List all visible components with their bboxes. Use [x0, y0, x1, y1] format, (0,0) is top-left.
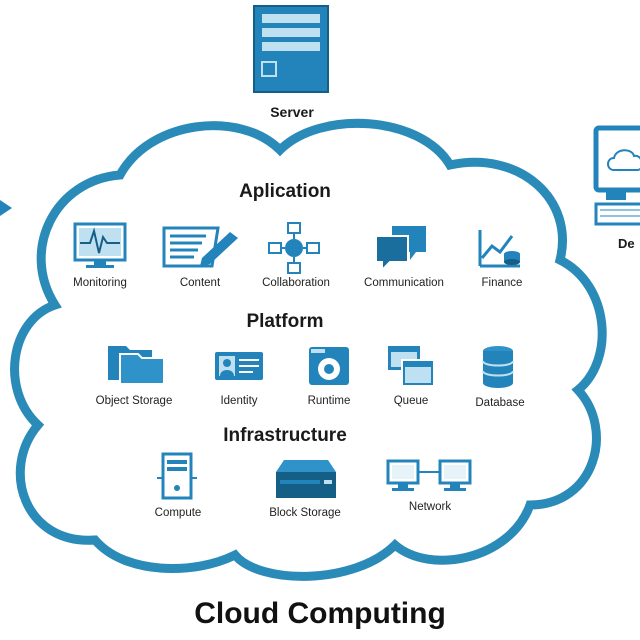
item-label-identity: Identity — [220, 395, 258, 407]
item-label-compute: Compute — [154, 507, 202, 519]
item-label-content: Content — [179, 277, 221, 289]
section-title-infrastructure: Infrastructure — [223, 425, 347, 446]
identity-icon — [215, 352, 263, 380]
communication-icon — [375, 226, 426, 272]
item-label-finance: Finance — [481, 277, 523, 289]
network-icon — [386, 459, 472, 491]
item-label-queue: Queue — [393, 395, 429, 407]
queue-icon — [388, 346, 435, 387]
collaboration-icon — [268, 222, 320, 274]
finance-icon — [478, 230, 520, 268]
arrow-icon — [0, 200, 12, 216]
object-storage-icon — [108, 346, 165, 385]
item-label-communication: Communication — [364, 277, 444, 289]
page-title: Cloud Computing — [194, 597, 446, 630]
device-label: De — [618, 236, 635, 251]
section-title-platform: Platform — [246, 311, 324, 332]
item-label-collaboration: Collaboration — [262, 277, 330, 289]
block-storage-icon — [276, 460, 336, 498]
desktop-icon — [593, 125, 640, 226]
item-label-block-storage: Block Storage — [269, 507, 341, 519]
item-label-runtime: Runtime — [307, 395, 351, 407]
item-label-database: Database — [475, 397, 525, 409]
monitoring-icon — [73, 222, 127, 268]
item-label-object-storage: Object Storage — [95, 395, 173, 407]
section-title-application: Aplication — [239, 181, 331, 202]
item-label-network: Network — [408, 501, 452, 513]
server-label: Server — [270, 104, 314, 120]
server-icon — [253, 5, 329, 93]
runtime-icon — [309, 347, 349, 385]
database-icon — [482, 346, 514, 388]
item-label-monitoring: Monitoring — [73, 277, 127, 289]
compute-icon — [157, 452, 197, 500]
content-icon — [162, 226, 238, 268]
